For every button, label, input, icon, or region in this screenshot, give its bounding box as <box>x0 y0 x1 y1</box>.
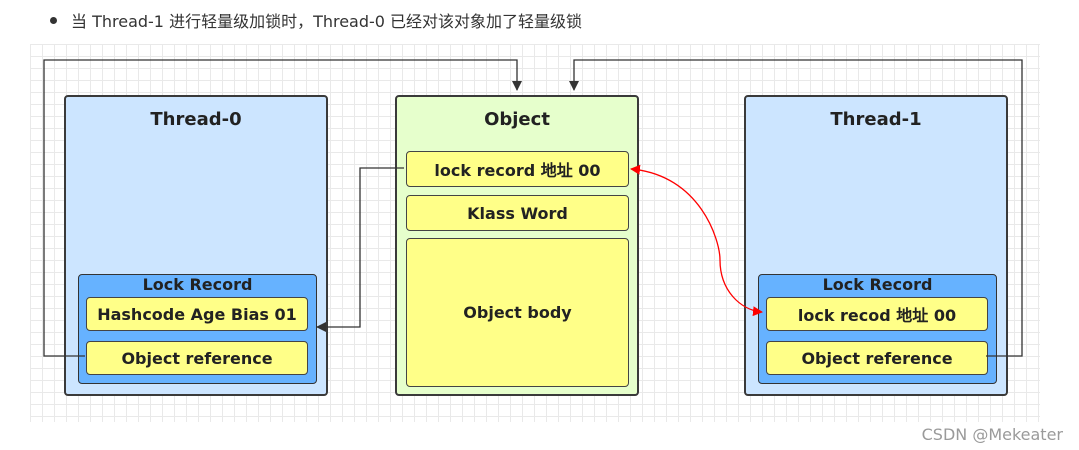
thread0-title: Thread-0 <box>150 109 242 130</box>
heading-text: 当 Thread-1 进行轻量级加锁时，Thread-0 已经对该对象加了轻量级… <box>71 12 583 31</box>
object-title: Object <box>484 109 550 130</box>
thread1-box: Thread-1 Lock Record lock recod 地址 00 Ob… <box>744 95 1008 396</box>
thread0-object-reference-field: Object reference <box>86 341 308 375</box>
thread1-object-reference-field: Object reference <box>766 341 988 375</box>
object-box: Object lock record 地址 00 Klass Word Obje… <box>395 95 639 396</box>
thread1-lock-record: Lock Record lock recod 地址 00 Object refe… <box>758 274 997 384</box>
thread0-lock-record: Lock Record Hashcode Age Bias 01 Object … <box>78 274 317 384</box>
object-klass-word-field: Klass Word <box>406 195 629 231</box>
object-mark-word-field: lock record 地址 00 <box>406 151 629 187</box>
thread1-lock-record-address-field: lock recod 地址 00 <box>766 297 988 331</box>
thread0-lock-record-title: Lock Record <box>142 275 253 294</box>
heading-line: 当 Thread-1 进行轻量级加锁时，Thread-0 已经对该对象加了轻量级… <box>50 8 582 32</box>
thread0-box: Thread-0 Lock Record Hashcode Age Bias 0… <box>64 95 328 396</box>
thread1-lock-record-title: Lock Record <box>822 275 933 294</box>
object-body-field: Object body <box>406 238 629 387</box>
thread1-title: Thread-1 <box>830 109 922 130</box>
bullet-icon <box>50 16 57 24</box>
thread0-hashcode-field: Hashcode Age Bias 01 <box>86 297 308 331</box>
watermark: CSDN @Mekeater <box>921 425 1063 444</box>
